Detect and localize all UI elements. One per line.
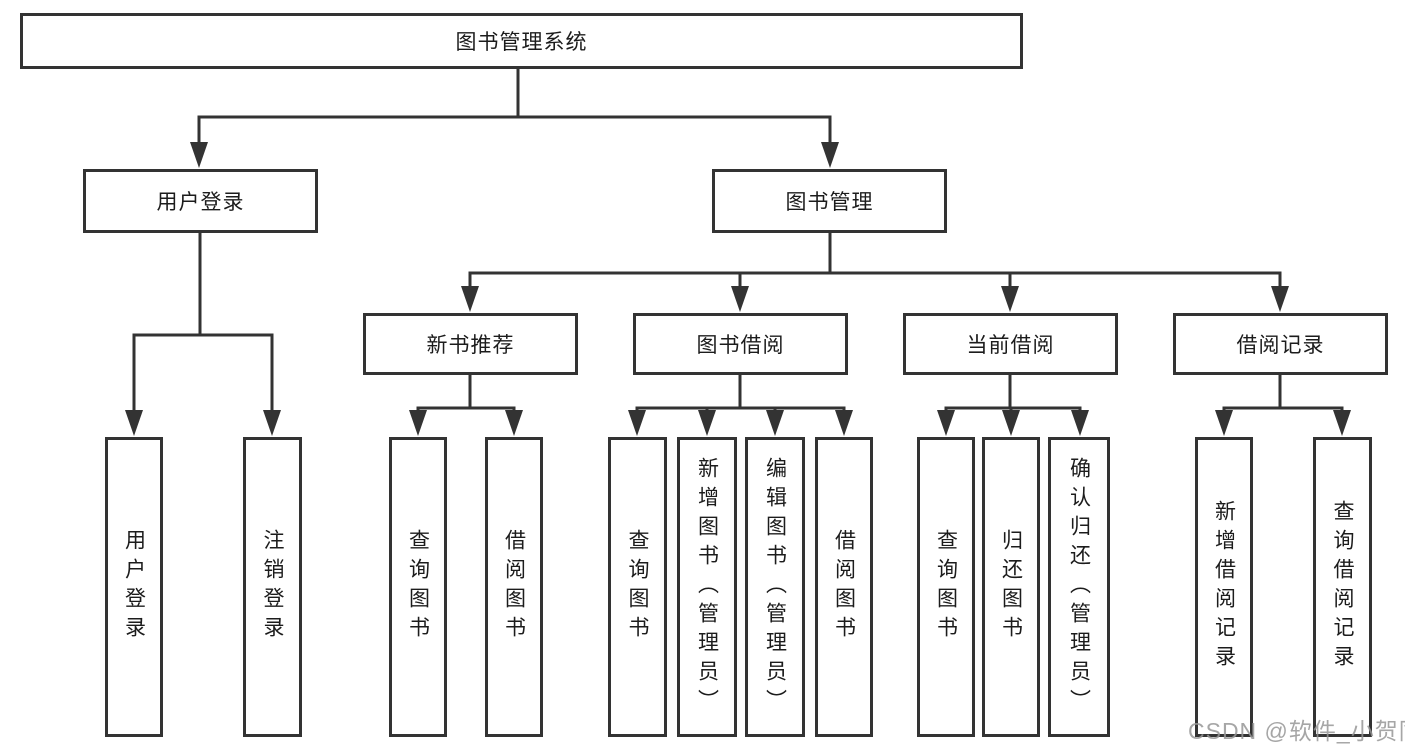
node-borrow-records: 借阅记录 <box>1173 313 1388 375</box>
node-root-label: 图书管理系统 <box>455 31 588 54</box>
leaf-add-books-admin-label: 新增图书（管理员） <box>695 456 719 718</box>
leaf-user-login: 用户登录 <box>105 437 163 737</box>
leaf-user-login-label: 用户登录 <box>122 529 146 645</box>
leaf-add-borrow-record-label: 新增借阅记录 <box>1212 500 1236 674</box>
leaf-edit-books-admin: 编辑图书（管理员） <box>745 437 805 737</box>
csdn-watermark: CSDN @软件_小贺同学 <box>1188 718 1405 744</box>
node-book-borrow: 图书借阅 <box>633 313 848 375</box>
leaf-query-books-current: 查询图书 <box>917 437 975 737</box>
leaf-logout: 注销登录 <box>243 437 302 737</box>
leaf-query-books-recommend-label: 查询图书 <box>406 529 430 645</box>
leaf-edit-books-admin-label: 编辑图书（管理员） <box>763 456 787 718</box>
leaf-return-books-label: 归还图书 <box>999 529 1023 645</box>
node-user-login-label: 用户登录 <box>156 191 245 214</box>
leaf-query-books-recommend: 查询图书 <box>389 437 447 737</box>
leaf-confirm-return-admin: 确认归还（管理员） <box>1048 437 1110 737</box>
leaf-logout-label: 注销登录 <box>261 529 284 645</box>
leaf-confirm-return-admin-label: 确认归还（管理员） <box>1067 456 1091 718</box>
node-current-borrow: 当前借阅 <box>903 313 1118 375</box>
leaf-add-books-admin: 新增图书（管理员） <box>677 437 737 737</box>
leaf-query-books-borrow: 查询图书 <box>608 437 667 737</box>
node-new-book-recommend-label: 新书推荐 <box>426 334 515 357</box>
arrowheads <box>125 142 1351 436</box>
leaf-borrow-books-label: 借阅图书 <box>832 529 856 645</box>
leaf-query-borrow-record-label: 查询借阅记录 <box>1331 500 1354 674</box>
node-book-borrow-label: 图书借阅 <box>696 334 785 357</box>
node-book-management: 图书管理 <box>712 169 947 233</box>
node-current-borrow-label: 当前借阅 <box>966 334 1055 357</box>
node-new-book-recommend: 新书推荐 <box>363 313 578 375</box>
leaf-query-books-borrow-label: 查询图书 <box>626 529 649 645</box>
node-book-management-label: 图书管理 <box>785 191 874 214</box>
leaf-add-borrow-record: 新增借阅记录 <box>1195 437 1253 737</box>
node-borrow-records-label: 借阅记录 <box>1236 334 1325 357</box>
leaf-borrow-books-recommend: 借阅图书 <box>485 437 543 737</box>
node-root-library-system: 图书管理系统 <box>20 13 1023 69</box>
leaf-query-books-current-label: 查询图书 <box>934 529 958 645</box>
leaf-borrow-books: 借阅图书 <box>815 437 873 737</box>
leaf-query-borrow-record: 查询借阅记录 <box>1313 437 1372 737</box>
node-user-login: 用户登录 <box>83 169 318 233</box>
leaf-return-books: 归还图书 <box>982 437 1040 737</box>
leaf-borrow-books-recommend-label: 借阅图书 <box>502 529 526 645</box>
